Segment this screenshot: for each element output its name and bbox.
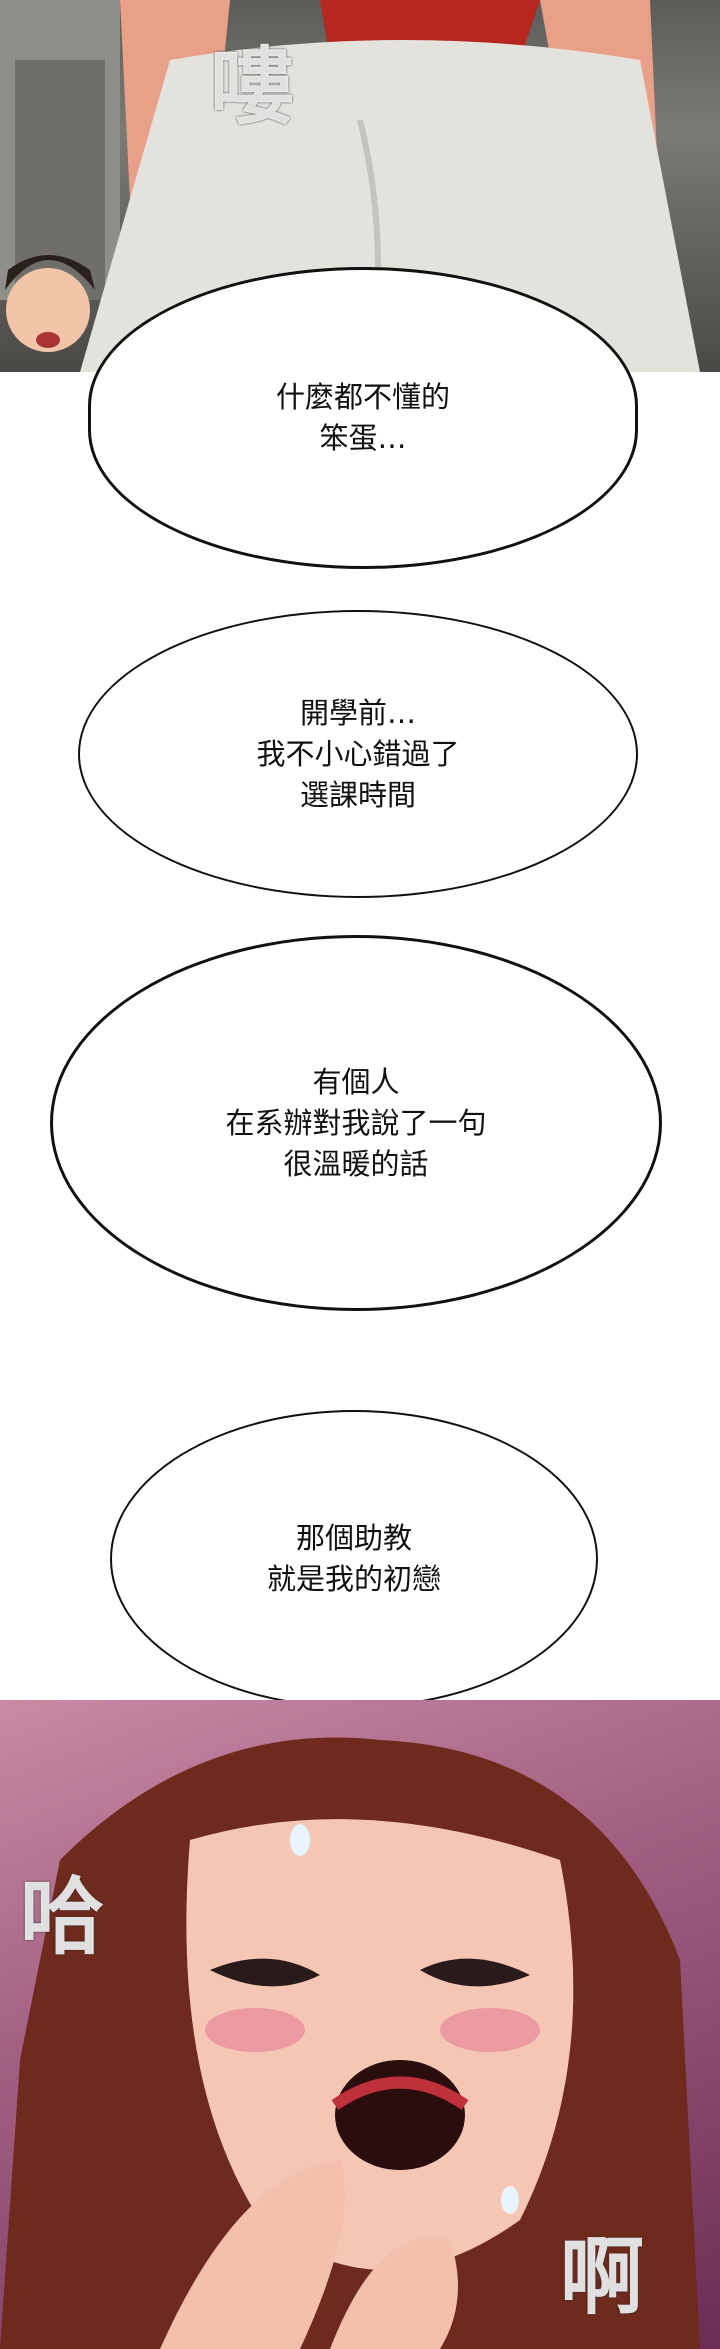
sfx-bottom-left: 哈 bbox=[20, 1867, 105, 1966]
small-face-mouth bbox=[36, 332, 60, 348]
sweat-drop bbox=[501, 2186, 519, 2214]
top-illustration-panel: 嘍 bbox=[0, 0, 720, 372]
speech-bubble-2: 開學前… 我不小心錯過了 選課時間 bbox=[78, 610, 638, 898]
eye-left bbox=[210, 1958, 320, 1987]
sfx-top: 嘍 bbox=[210, 37, 295, 136]
top-scene-art bbox=[0, 0, 700, 372]
bubble-1-text: 什麼都不懂的 笨蛋… bbox=[275, 380, 450, 455]
bottom-scene-art bbox=[0, 1737, 700, 2349]
small-face bbox=[6, 268, 90, 352]
blush-left bbox=[205, 2008, 305, 2052]
lips bbox=[331, 2076, 469, 2110]
bottom-illustration-panel: 哈 啊 bbox=[0, 1700, 720, 2349]
speech-bubble-4: 那個助教 就是我的初戀 bbox=[110, 1410, 598, 1708]
sweat-drop bbox=[290, 1824, 310, 1856]
small-face-hair bbox=[5, 255, 95, 290]
hand-left bbox=[160, 2160, 345, 2349]
sfx-bottom-right: 啊 bbox=[560, 2227, 645, 2326]
speech-bubble-3: 有個人 在系辦對我說了一句 很溫暖的話 bbox=[50, 935, 662, 1311]
eye-right bbox=[420, 1958, 530, 1987]
bubble-3-text: 有個人 在系辦對我說了一句 很溫暖的話 bbox=[225, 1064, 487, 1181]
face bbox=[186, 1819, 574, 2270]
speech-bubble-1: 什麼都不懂的 笨蛋… bbox=[88, 267, 638, 569]
blush-right bbox=[440, 2008, 540, 2052]
hand-right bbox=[330, 2237, 458, 2349]
bubble-2-text: 開學前… 我不小心錯過了 選課時間 bbox=[256, 695, 460, 812]
bubble-4-text: 那個助教 就是我的初戀 bbox=[266, 1521, 441, 1596]
